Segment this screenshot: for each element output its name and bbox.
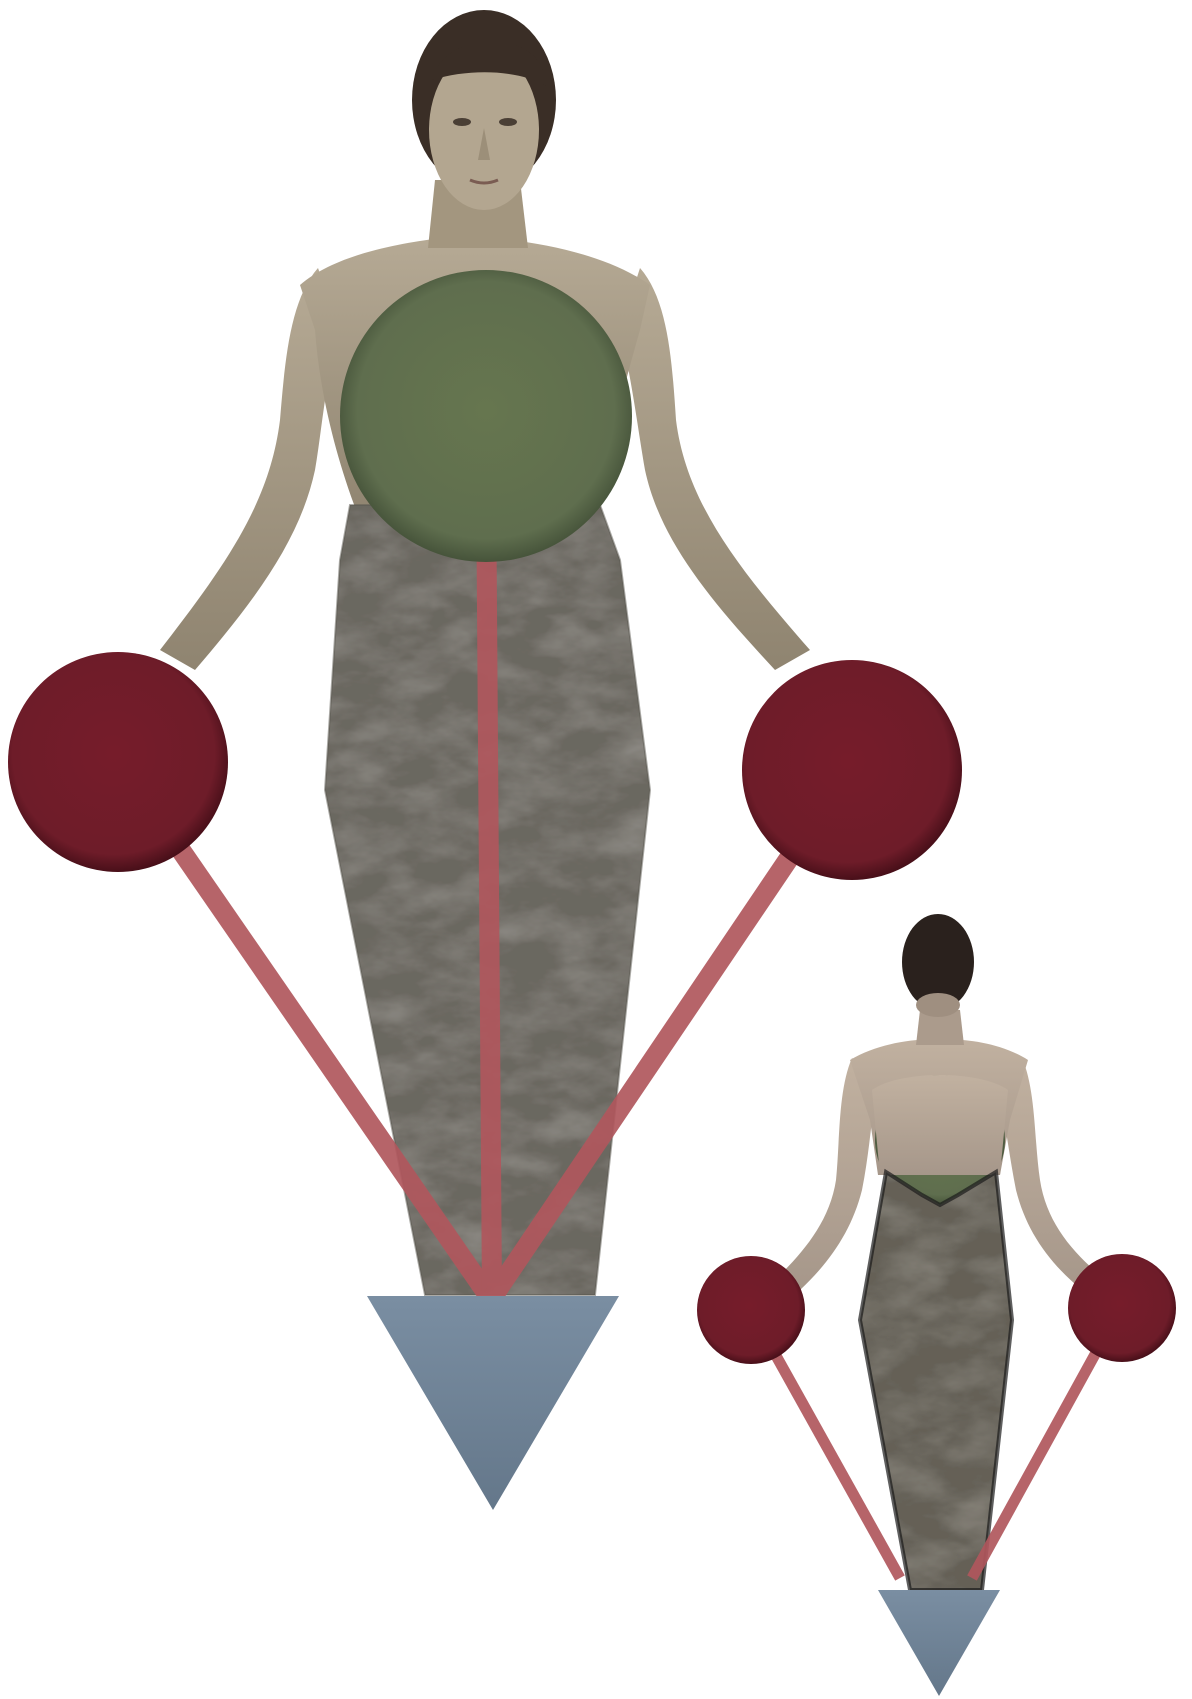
front-right-arm: [620, 268, 810, 670]
back-base-node: [878, 1590, 1000, 1696]
front-torso-node: [340, 270, 632, 562]
front-head: [412, 10, 556, 210]
back-left-hand-node: [697, 1256, 805, 1364]
back-figure: [697, 914, 1176, 1696]
front-left-arm: [160, 268, 340, 670]
front-left-hand-node: [8, 652, 228, 872]
front-connector-center: [486, 470, 492, 1298]
front-figure: [8, 10, 962, 1510]
front-base-node: [367, 1296, 619, 1510]
front-right-hand-node: [742, 660, 962, 880]
back-right-hand-node: [1068, 1254, 1176, 1362]
